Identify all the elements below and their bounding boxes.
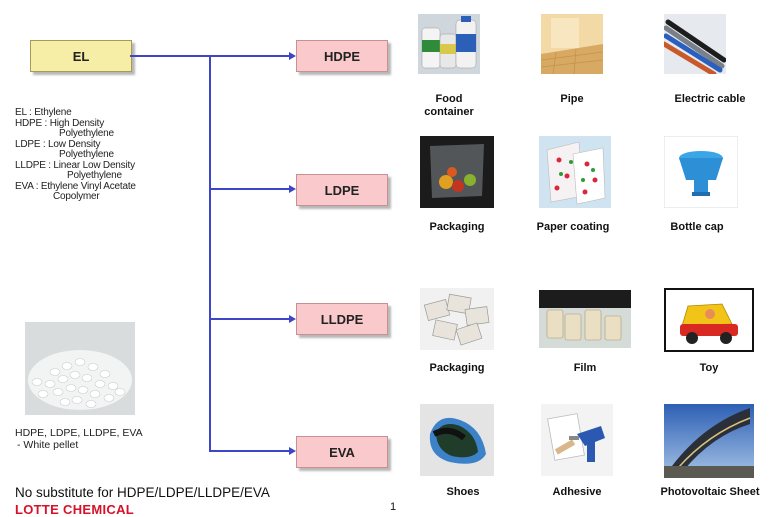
packaging-image: [420, 136, 494, 208]
legend-line: Polyethylene: [59, 149, 114, 160]
page-number: 1: [390, 501, 397, 513]
white-pellet-image: [25, 322, 135, 415]
film-image: [539, 290, 631, 348]
product-box-eva: EVA: [296, 436, 388, 468]
product-label-hdpe: HDPE: [323, 48, 361, 64]
legend-line: LDPE : Low Density: [15, 138, 101, 150]
product-label-lldpe: LLDPE: [320, 311, 364, 327]
paper-coating-image: [539, 136, 611, 208]
application-caption-paper-coating: Paper coating: [536, 221, 610, 233]
electric-cable-image: [664, 14, 726, 74]
legend-line: LLDPE : Linear Low Density: [15, 159, 135, 171]
arrow-lldpe: [289, 315, 296, 323]
legend-line: HDPE : High Density: [15, 117, 105, 129]
source-label: EL: [72, 48, 90, 64]
arrow-eva: [289, 447, 296, 455]
product-box-ldpe: LDPE: [296, 174, 388, 206]
pellet-caption-line: HDPE, LDPE, LLDPE, EVA: [15, 427, 143, 439]
application-caption-food-container: Food container: [424, 93, 474, 118]
connector-trunk: [209, 55, 211, 452]
connector-eva: [210, 450, 290, 452]
application-caption-electric-cable: Electric cable: [674, 93, 746, 105]
application-caption-adhesive: Adhesive: [552, 486, 602, 498]
connector-ldpe: [210, 188, 290, 190]
product-label-eva: EVA: [329, 444, 355, 460]
pipe-image: [541, 14, 603, 74]
bottle-cap-image: [664, 136, 738, 208]
toy-image: [664, 288, 754, 352]
application-caption-toy: Toy: [699, 362, 719, 374]
legend-line: Polyethylene: [67, 170, 122, 181]
brand-name: LOTTE CHEMICAL: [15, 502, 135, 517]
brand-logo: LOTTE CHEMICAL: [15, 502, 134, 517]
connector-main: [130, 55, 210, 57]
legend-line: EVA : Ethylene Vinyl Acetate: [15, 180, 136, 192]
source-box-el: EL: [30, 40, 132, 72]
application-caption-photovoltaic-sheet: Photovoltaic Sheet: [660, 486, 760, 498]
application-caption-packaging-ldpe: Packaging: [429, 221, 485, 233]
product-label-ldpe: LDPE: [324, 182, 360, 198]
abbreviation-legend: EL : Ethylene HDPE : High Density Polyet…: [15, 107, 200, 203]
photovoltaic-sheet-image: [664, 404, 754, 478]
connector-lldpe: [210, 318, 290, 320]
shoes-image: [420, 404, 494, 476]
pellet-caption-line: - White pellet: [17, 439, 79, 451]
food-container-image: [418, 14, 480, 74]
adhesive-image: [541, 404, 613, 476]
pellet-caption: HDPE, LDPE, LLDPE, EVA - White pellet: [15, 427, 205, 451]
arrow-hdpe: [289, 52, 296, 60]
application-caption-pipe: Pipe: [560, 93, 584, 105]
application-caption-shoes: Shoes: [446, 486, 480, 498]
legend-line: Polyethylene: [59, 128, 114, 139]
product-box-lldpe: LLDPE: [296, 303, 388, 335]
application-caption-bottle-cap: Bottle cap: [670, 221, 724, 233]
product-box-hdpe: HDPE: [296, 40, 388, 72]
legend-line: Copolymer: [53, 191, 100, 202]
application-caption-film: Film: [573, 362, 597, 374]
footer-note: No substitute for HDPE/LDPE/LLDPE/EVA: [15, 485, 270, 500]
application-caption-packaging-lldpe: Packaging: [429, 362, 485, 374]
packaging-image: [420, 288, 494, 350]
legend-line: EL : Ethylene: [15, 107, 72, 118]
connector-hdpe: [210, 55, 290, 57]
arrow-ldpe: [289, 185, 296, 193]
